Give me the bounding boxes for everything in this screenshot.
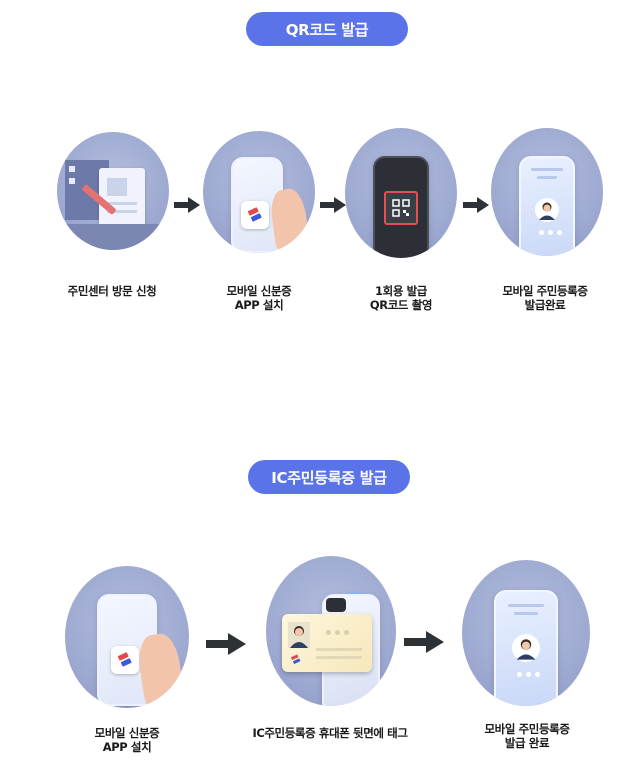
step-issued-illustration xyxy=(491,128,603,256)
arrow-right-icon xyxy=(174,195,200,215)
hand-icon xyxy=(268,186,312,253)
step-install-app-illustration xyxy=(203,131,315,253)
arrow-right-icon xyxy=(320,195,346,215)
camera-icon xyxy=(326,598,346,612)
step-visit-illustration xyxy=(57,132,169,250)
step-label: 주민센터 방문 신청 xyxy=(67,284,157,298)
ic-id-card-icon xyxy=(282,614,372,672)
step-label: 모바일 신분증 APP 설치 xyxy=(226,284,292,312)
qr-section-title: QR코드 발급 xyxy=(246,12,408,46)
mobile-id-app-icon xyxy=(241,201,269,229)
ic-section-title: IC주민등록증 발급 xyxy=(248,460,410,494)
dots-indicator xyxy=(539,230,562,235)
id-photo-icon xyxy=(512,634,540,666)
step-scan-qr-illustration xyxy=(345,128,457,258)
step-label: IC주민등록증 휴대폰 뒷면에 태그 xyxy=(252,726,408,740)
arrow-right-icon xyxy=(404,630,444,654)
mobile-id-app-icon xyxy=(111,646,139,674)
step-tag-ic-card-illustration xyxy=(266,556,396,706)
step-label: 모바일 주민등록증 발급완료 xyxy=(502,284,588,312)
step-label: 1회용 발급 QR코드 촬영 xyxy=(369,284,433,312)
dots-indicator xyxy=(517,672,540,677)
smartphone-icon xyxy=(494,590,558,706)
step-label: 모바일 신분증 APP 설치 xyxy=(94,726,160,754)
qr-code-icon xyxy=(384,191,418,225)
id-photo-icon xyxy=(535,198,559,226)
arrow-right-icon xyxy=(463,195,489,215)
step-issued-illustration xyxy=(462,560,590,706)
step-label: 모바일 주민등록증 발급 완료 xyxy=(484,722,570,750)
hand-icon xyxy=(135,631,187,708)
step-install-app-illustration xyxy=(65,566,189,708)
arrow-right-icon xyxy=(206,632,246,656)
